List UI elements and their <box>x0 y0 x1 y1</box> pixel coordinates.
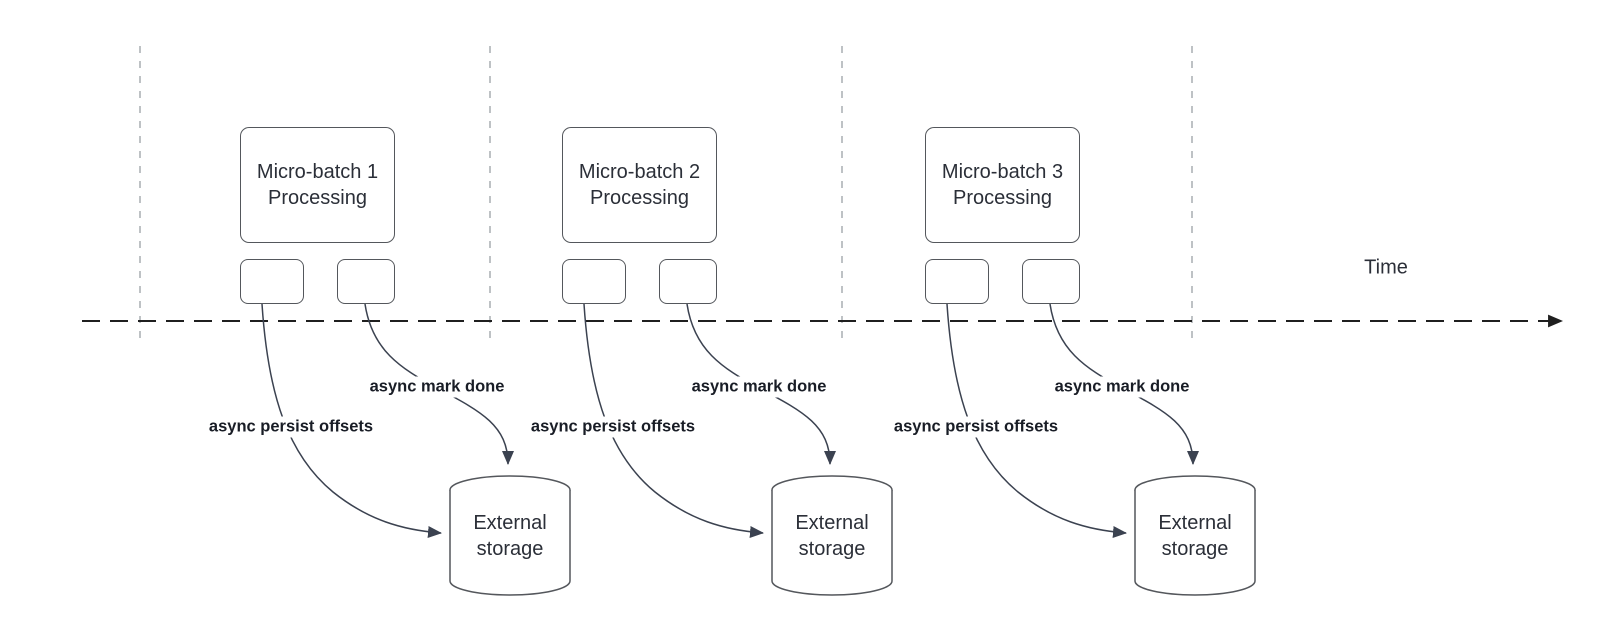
persist-offsets-arrow <box>261 303 442 538</box>
microbatch-2-title: Micro-batch 2 Processing <box>578 161 701 209</box>
group-2-edges <box>583 303 893 596</box>
microbatch-2-processing-box: Micro-batch 2 Processing <box>562 127 717 243</box>
mark-done-label: async mark done <box>365 376 509 398</box>
external-storage-cylinder <box>449 490 571 596</box>
microbatch-2-offset-task-box <box>562 259 626 304</box>
microbatch-1-processing-box: Micro-batch 1 Processing <box>240 127 395 243</box>
microbatch-3-title: Micro-batch 3 Processing <box>941 161 1064 209</box>
persist-offsets-label: async persist offsets <box>204 416 378 438</box>
external-storage-cylinder <box>1134 490 1256 596</box>
microbatch-3-done-task-box <box>1022 259 1080 304</box>
microbatch-3-offset-task-box <box>925 259 989 304</box>
mark-done-label: async mark done <box>1050 376 1194 398</box>
microbatch-1-title: Micro-batch 1 Processing <box>256 161 379 209</box>
time-axis-label: Time <box>1364 256 1408 279</box>
persist-offsets-arrow <box>946 303 1127 538</box>
group-1-edges <box>261 303 571 596</box>
microbatch-1-offset-task-box <box>240 259 304 304</box>
microbatch-3-processing-box: Micro-batch 3 Processing <box>925 127 1080 243</box>
microbatch-2-done-task-box <box>659 259 717 304</box>
persist-offsets-label: async persist offsets <box>889 416 1063 438</box>
external-storage-cylinder <box>771 490 893 596</box>
persist-offsets-arrow <box>583 303 764 538</box>
mark-done-label: async mark done <box>687 376 831 398</box>
group-3-edges <box>946 303 1256 596</box>
microbatch-1-done-task-box <box>337 259 395 304</box>
persist-offsets-label: async persist offsets <box>526 416 700 438</box>
